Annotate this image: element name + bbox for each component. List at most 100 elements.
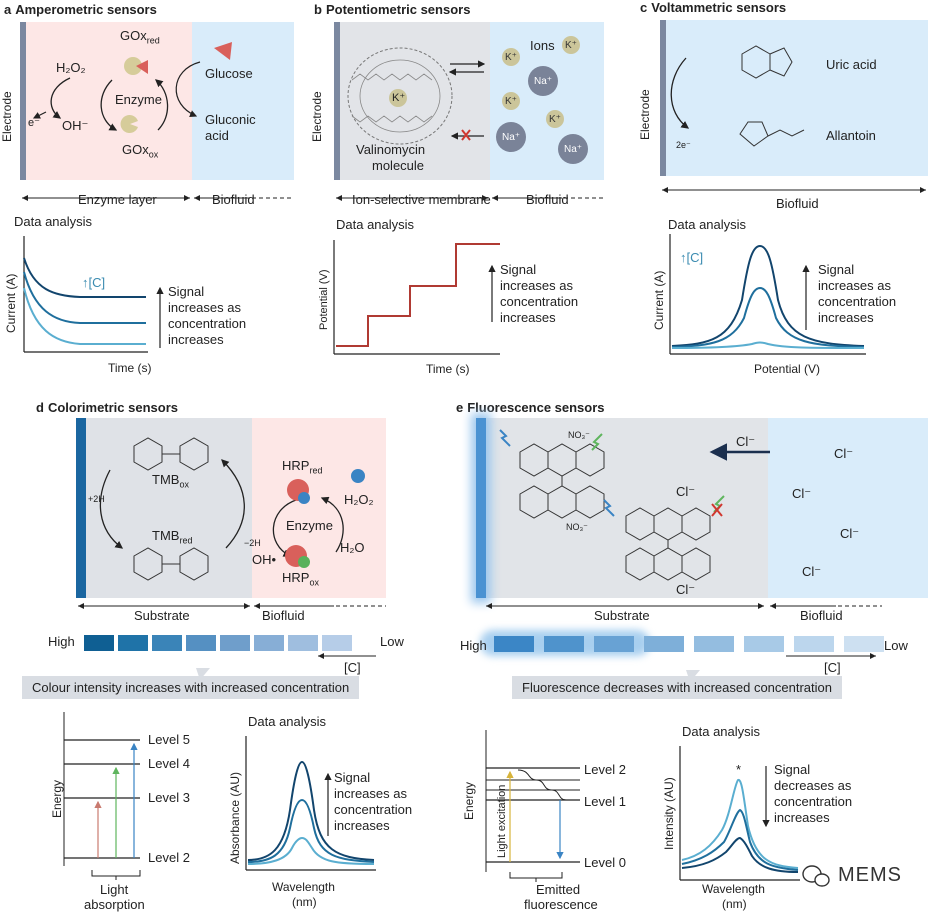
membrane-label: Ion-selective membrane [352,192,491,207]
two-e-label: 2e⁻ [676,140,691,150]
electrode-bar-a [20,22,26,180]
level2-label-d: Level 2 [148,850,190,865]
molecule-label: molecule [372,158,425,173]
gluconic-label: Gluconic [205,112,256,127]
blue-light-icon-2 [603,499,615,517]
biofluid-bg-c [660,20,928,176]
tmbred-ring-1 [133,547,163,581]
current-potential-plot [669,234,866,355]
level4-label-d: Level 4 [148,756,190,771]
absorbance-low [247,836,375,865]
electrode-bar-b [334,22,340,180]
cl-label-bio-3: Cl⁻ [840,526,860,541]
absorbance-mid [247,798,375,863]
colour-swatch [644,636,684,652]
intensity-mid-conc [681,808,799,871]
voltammogram-mid [671,286,865,348]
biofluid-label-a: Biofluid [212,192,255,207]
gox-red-icon [124,57,142,75]
current-curve-high [23,257,146,298]
colour-swatch [322,635,352,651]
enzyme-label-d: Enzyme [286,518,333,533]
oh-radical-label: OH• [252,552,277,567]
colour-swatch [186,635,216,651]
data-analysis-e: Data analysis [682,724,761,739]
absorption-label: absorption [84,897,145,912]
k-ion-3: K⁺ [502,92,520,110]
colour-swatch [744,636,784,652]
cl-label-substrate-1: Cl⁻ [676,484,696,499]
data-analysis-b: Data analysis [336,217,415,232]
tmb-reaction-diagram [78,437,386,609]
uric-acid-label: Uric acid [826,57,877,72]
xlabel-a: Time (s) [108,361,152,375]
current-curve-mid [23,271,146,324]
absorption-energy-diagram [63,712,141,880]
blocked-x-icon [461,129,471,141]
emitted-label: Emitted [536,882,581,897]
xlabel-b: Time (s) [426,362,470,376]
tmbox-ring-2 [179,437,209,471]
xlabel-d: Wavelength [272,880,335,894]
cl-label-bio-2: Cl⁻ [792,486,812,501]
na-ion-2: Na⁺ [496,122,526,152]
h2o2-label-d: H₂O₂ [344,492,374,507]
level0-label-e: Level 0 [584,855,626,870]
colour-swatch [494,636,534,652]
tmbox-label: TMBox [152,472,189,490]
conc-label-a: ↑[C] [82,275,106,290]
intensity-high-conc [681,836,799,873]
k-ion-4: K⁺ [546,110,564,128]
colour-swatch [118,635,148,651]
hrp-ox-label: HRPox [282,570,319,588]
h2o-label-d: H₂O [340,540,365,555]
enzyme-layer-bg [20,22,192,180]
xlabel-e: Wavelength [702,882,765,896]
cl-label-incoming: Cl⁻ [736,434,756,449]
absorbance-plot [245,736,376,871]
fluorophore-diagram [486,429,882,609]
hrp-red-label: HRPred [282,458,323,476]
uric-acid-structure [741,45,793,79]
current-curve-low [23,287,146,345]
colour-swatch [794,636,834,652]
conc-label-c: ↑[C] [680,250,704,265]
high-label-e: High [460,638,487,653]
colour-swatch [694,636,734,652]
colour-swatch [844,636,884,652]
blue-light-icon-1 [499,429,511,447]
electrode-bar-e [476,418,486,598]
watermark-text: MEMS [838,864,902,886]
na-ion-3: Na⁺ [558,134,588,164]
acid-label: acid [205,128,229,143]
cl-label-bio-1: Cl⁻ [834,446,854,461]
tmbred-ring-2 [179,547,209,581]
k-ion-bound [389,89,407,107]
tmbred-label: TMBred [152,528,193,546]
xunit-d: (nm) [292,895,317,909]
current-time-plot-a [23,236,164,353]
tmbox-ring-1 [133,437,163,471]
potential-time-plot [333,240,500,355]
valinomycin-label: Valinomycin [356,142,426,157]
colour-swatch [84,635,114,651]
biofluid-label-e: Biofluid [800,608,843,623]
peak-star: * [736,762,742,777]
xunit-e: (nm) [722,897,747,911]
conc-label-d: [C] [344,660,361,675]
conc-label-e: [C] [824,660,841,675]
intensity-low-conc [681,778,799,869]
h2o2-droplet [351,469,365,483]
data-analysis-d: Data analysis [248,714,327,729]
k-label-bound: K⁺ [392,92,406,104]
biofluid-label-d: Biofluid [262,608,305,623]
